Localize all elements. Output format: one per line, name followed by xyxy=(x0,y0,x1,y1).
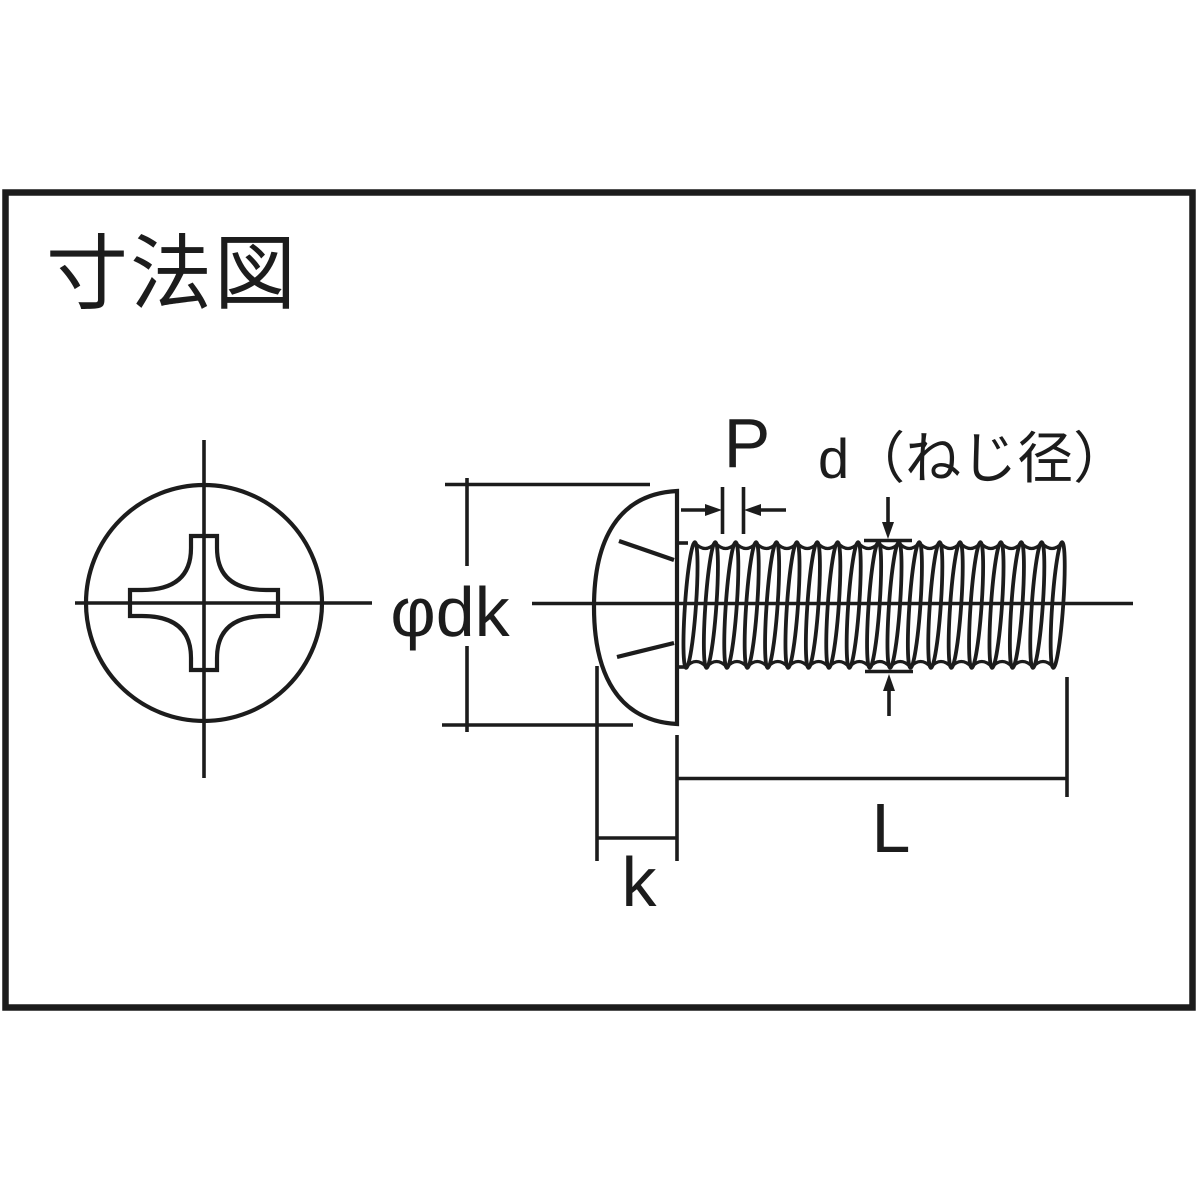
thread-root-edge-top xyxy=(693,541,1064,551)
recess-side-line-bottom xyxy=(616,640,675,660)
thread-root-edge-bottom xyxy=(684,659,1055,669)
drawing-title: 寸法図 xyxy=(46,229,298,320)
thread-crests xyxy=(681,540,1067,670)
thread-dia-label: d（ねじ径） xyxy=(818,427,1129,490)
phi-dk-label: φdk xyxy=(390,573,510,651)
phillips-recess-cross xyxy=(127,533,281,673)
head-outline-circle xyxy=(83,482,325,724)
dim-thread-diameter: d（ねじ径） xyxy=(818,427,1129,716)
thread-dia-arrow-up-head xyxy=(883,674,895,691)
length-label: L xyxy=(872,789,911,867)
head-height-label: k xyxy=(622,843,658,921)
pitch-arrow-left-head xyxy=(705,504,722,516)
dim-head-diameter: φdk xyxy=(390,478,650,732)
pitch-label: P xyxy=(724,404,771,482)
dim-pitch: P xyxy=(681,404,786,534)
front-view xyxy=(75,440,372,778)
dim-length: L xyxy=(675,677,1069,867)
thread-dia-arrow-down-head xyxy=(882,522,894,539)
dimensions: φdk P d（ねじ径） xyxy=(390,404,1129,921)
side-view xyxy=(532,488,1133,727)
pitch-arrow-right-head xyxy=(744,504,761,516)
dim-head-height: k xyxy=(595,666,677,921)
recess-side-line-top xyxy=(618,539,675,562)
drawing-frame-border xyxy=(2,189,1196,1011)
screw-head-profile xyxy=(591,488,680,727)
